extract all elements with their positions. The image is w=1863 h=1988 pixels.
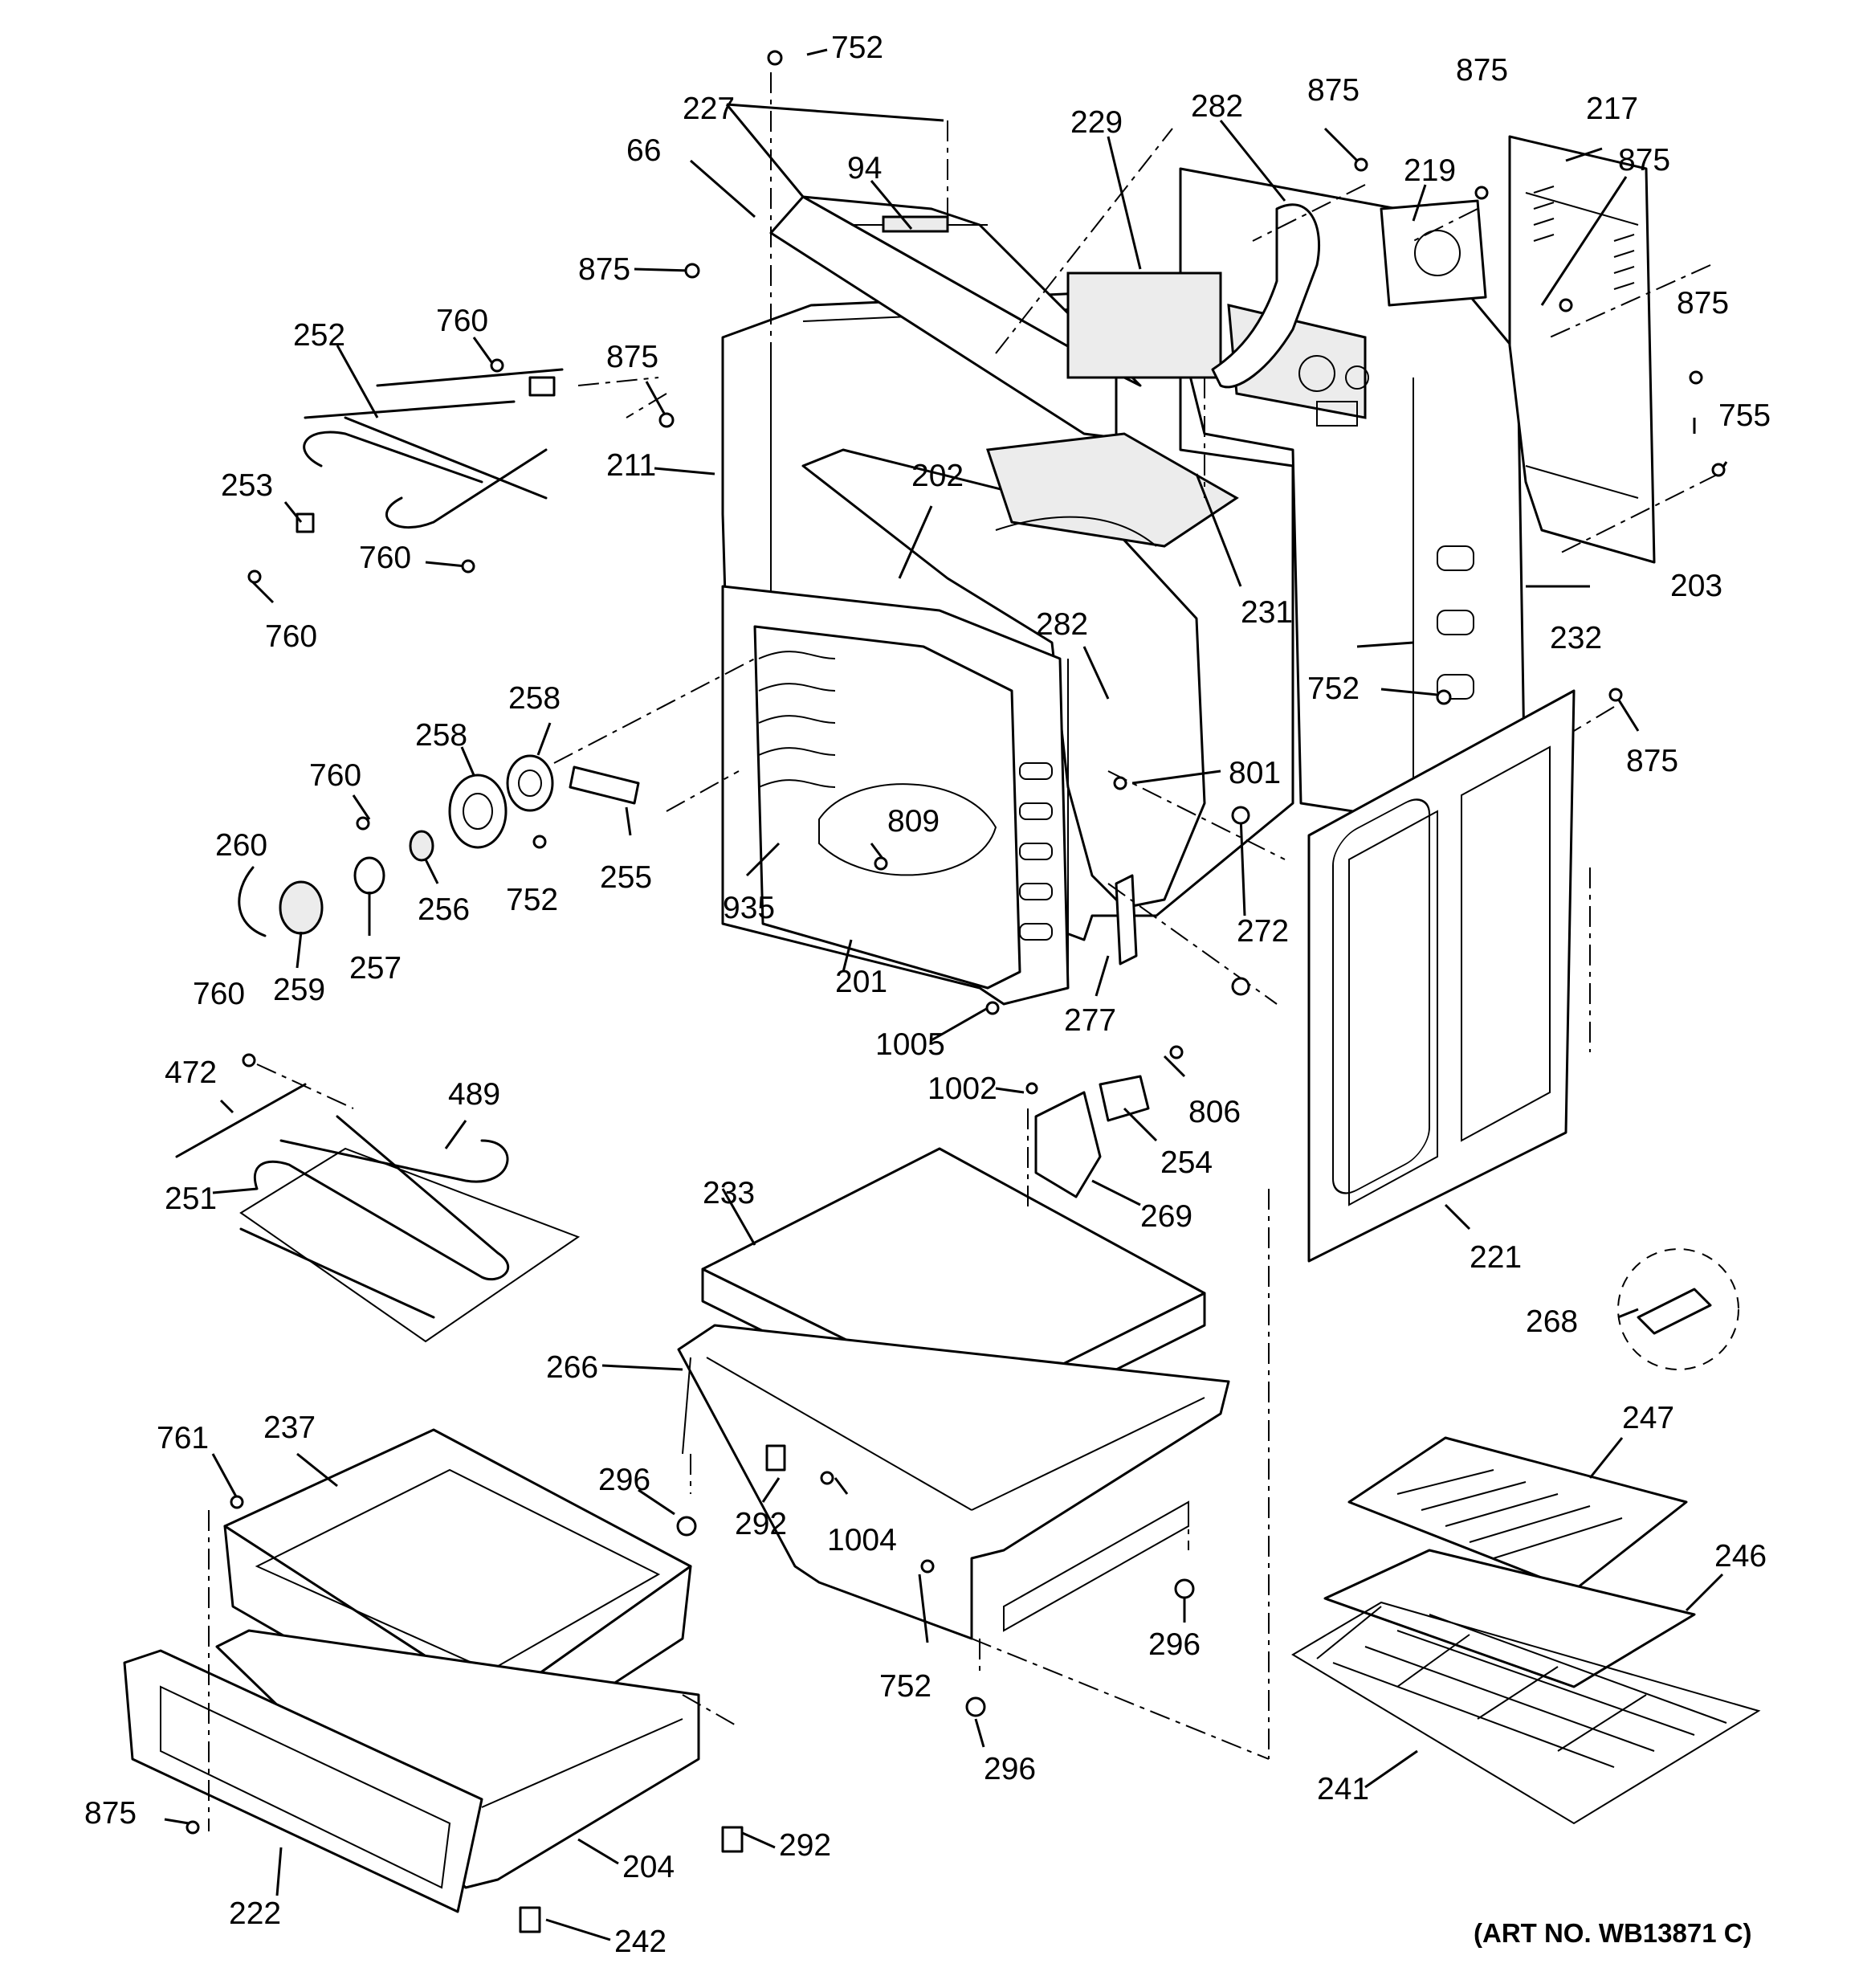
oven-rack-241: [1291, 1601, 1761, 1825]
callout-760-d: 760: [309, 758, 361, 793]
drawer-frame-266: [677, 1324, 1230, 1640]
callout-760-b: 760: [359, 541, 411, 575]
callout-269: 269: [1140, 1199, 1192, 1234]
callout-277: 277: [1064, 1003, 1116, 1038]
callout-266: 266: [546, 1350, 598, 1385]
callout-222: 222: [229, 1896, 281, 1931]
callout-875-g: 875: [1626, 744, 1678, 778]
leader-lines: [164, 48, 1728, 1941]
callout-257: 257: [349, 951, 402, 986]
fasteners: [185, 50, 1726, 1933]
callout-268: 268: [1526, 1304, 1578, 1339]
callout-875-d: 875: [578, 252, 630, 287]
callout-296-b: 296: [1148, 1627, 1201, 1662]
callout-66: 66: [626, 133, 661, 168]
assembly-lines: [208, 72, 1719, 1831]
oven-cavity-201: [721, 585, 1070, 1006]
callout-204: 204: [622, 1850, 675, 1884]
callout-875-a: 875: [1307, 73, 1360, 108]
callout-761: 761: [157, 1421, 209, 1455]
callout-201: 201: [835, 965, 887, 999]
callout-259: 259: [273, 973, 325, 1007]
callout-296-a: 296: [598, 1463, 650, 1497]
hinge-277: [1115, 874, 1138, 965]
callout-202: 202: [911, 459, 964, 493]
broiler-pan-246: [1323, 1549, 1696, 1688]
callout-806: 806: [1188, 1095, 1241, 1129]
callout-801: 801: [1229, 756, 1281, 790]
callout-246: 246: [1714, 1539, 1767, 1574]
callout-809: 809: [887, 804, 940, 839]
callout-1002: 1002: [927, 1072, 997, 1106]
callout-256: 256: [418, 892, 470, 927]
component-box-219: [1380, 199, 1487, 307]
callout-760-c: 760: [265, 619, 317, 654]
callout-760-a: 760: [436, 304, 488, 338]
callout-282-top: 282: [1191, 89, 1243, 124]
callout-232: 232: [1550, 621, 1602, 655]
callout-875-h: 875: [84, 1796, 137, 1831]
callout-272: 272: [1237, 914, 1289, 949]
art-number: (ART NO. WB13871 C): [1474, 1918, 1752, 1948]
callout-296-c: 296: [984, 1752, 1036, 1786]
callout-203: 203: [1670, 569, 1722, 603]
callout-875-f: 875: [1677, 286, 1729, 320]
callout-231: 231: [1241, 595, 1293, 630]
callout-252: 252: [293, 318, 345, 353]
callout-241: 241: [1317, 1772, 1369, 1806]
callout-260: 260: [215, 828, 267, 863]
callout-935: 935: [723, 891, 775, 925]
thermostat-254: [1099, 1075, 1150, 1122]
callout-1005: 1005: [875, 1027, 945, 1062]
callout-237: 237: [263, 1410, 316, 1445]
callout-247: 247: [1622, 1401, 1674, 1435]
callout-755: 755: [1718, 398, 1771, 433]
callout-254: 254: [1160, 1145, 1213, 1180]
callout-292-a: 292: [735, 1507, 787, 1541]
callout-255: 255: [600, 860, 652, 895]
broiler-pan-247: [1347, 1436, 1688, 1592]
callout-258-b: 258: [415, 718, 467, 753]
callout-94: 94: [847, 151, 882, 186]
detail-268: [1617, 1248, 1739, 1370]
drawer-body-204: [215, 1629, 700, 1889]
callout-752-b: 752: [506, 883, 558, 917]
side-shield-217: [1508, 135, 1656, 564]
top-trim-227: [769, 195, 1142, 439]
callout-242: 242: [614, 1925, 667, 1959]
callout-253: 253: [221, 468, 273, 503]
insulation-229: [1066, 271, 1222, 379]
callout-229: 229: [1070, 105, 1123, 140]
callout-292-b: 292: [779, 1828, 831, 1863]
broil-element-252: [296, 368, 564, 533]
callout-752-mid: 752: [1307, 672, 1360, 706]
callout-752: 752: [831, 31, 883, 65]
callout-221: 221: [1470, 1240, 1522, 1275]
light-assembly: [238, 754, 640, 937]
callout-489: 489: [448, 1077, 500, 1112]
callout-472: 472: [165, 1055, 217, 1090]
callout-760-e: 760: [193, 977, 245, 1011]
callout-251: 251: [165, 1182, 217, 1216]
callout-752-c: 752: [879, 1669, 932, 1704]
callout-217: 217: [1586, 92, 1638, 126]
side-panel-221: [1307, 689, 1576, 1263]
callout-233: 233: [703, 1176, 755, 1210]
drawer-front-222: [123, 1649, 483, 1913]
oven-liner-202: [801, 432, 1239, 909]
callout-258-a: 258: [508, 681, 561, 716]
callout-875-c: 875: [1618, 143, 1670, 178]
callout-875-b: 875: [1456, 53, 1508, 88]
callout-875-e: 875: [606, 340, 658, 374]
callout-1004: 1004: [827, 1523, 897, 1557]
callout-211: 211: [606, 448, 656, 483]
callout-227: 227: [683, 92, 735, 126]
vent-duct-282: [1211, 203, 1321, 389]
bake-element-251: [175, 1083, 581, 1343]
bracket-269: [1034, 1091, 1102, 1198]
callout-282-mid: 282: [1036, 607, 1088, 642]
callout-labels: 752 227 66 94 229 282 875 875 219 217 87…: [84, 31, 1771, 1959]
callout-219: 219: [1404, 153, 1456, 188]
